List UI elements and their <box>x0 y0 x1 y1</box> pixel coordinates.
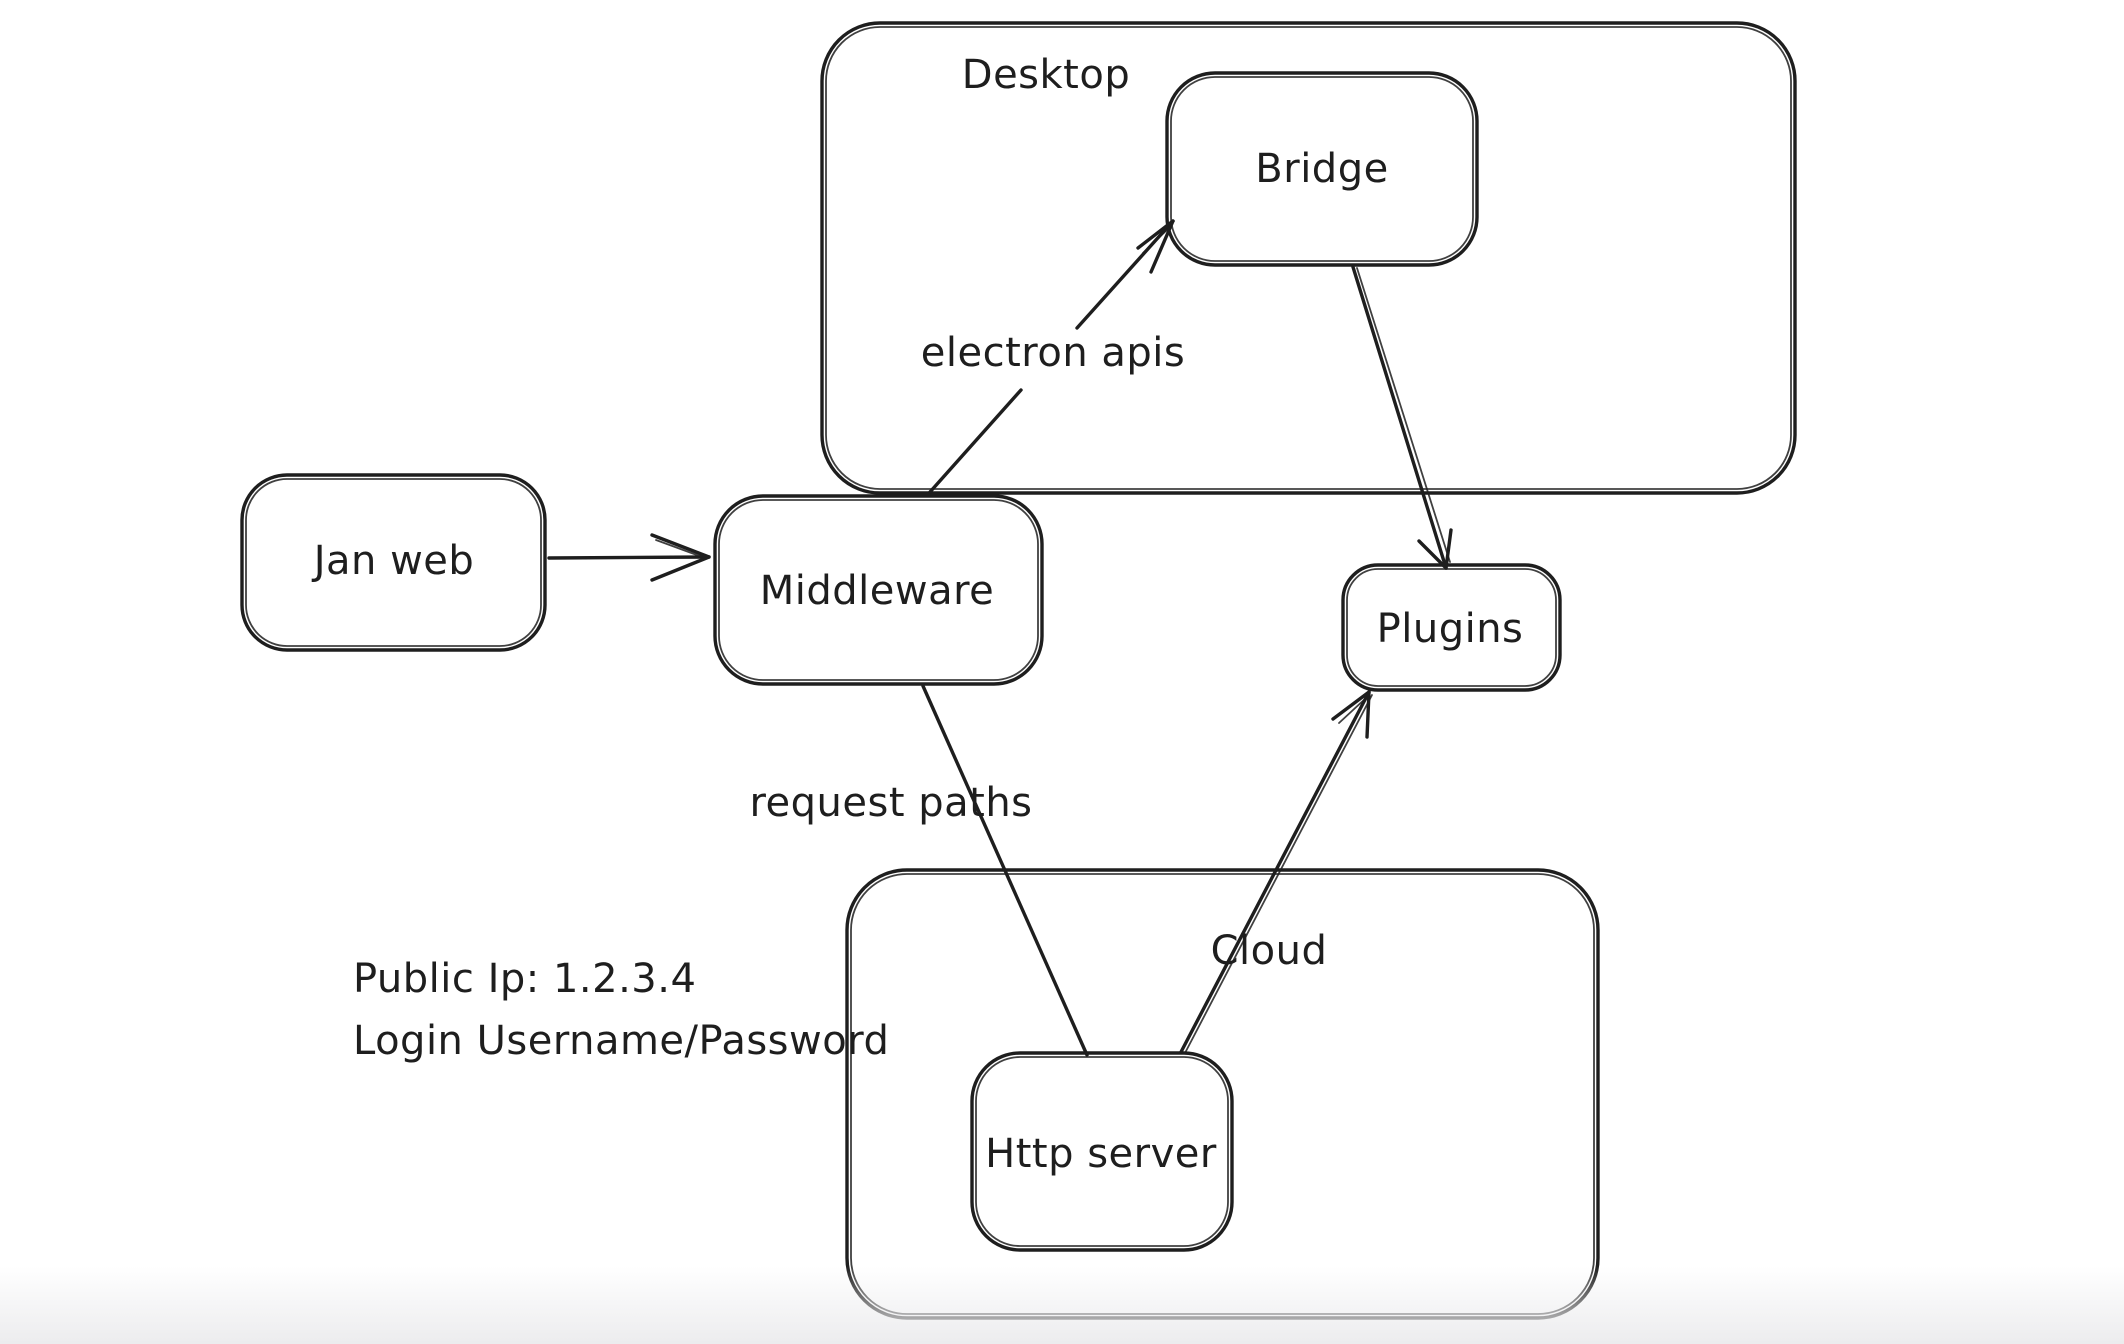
arrow-middleware-to-bridge[interactable] <box>928 219 1175 494</box>
annotation-line-login: Login Username/Password <box>353 1018 890 1064</box>
annotation-line-public-ip: Public Ip: 1.2.3.4 <box>353 956 697 1002</box>
bridge-node-label[interactable]: Bridge <box>1255 146 1389 192</box>
plugins-node[interactable] <box>1341 563 1562 692</box>
middleware-node-label[interactable]: Middleware <box>759 568 995 614</box>
http-server-node[interactable] <box>970 1051 1234 1252</box>
arrow-middleware-to-httpserver[interactable] <box>921 684 1089 1057</box>
desktop-container[interactable] <box>820 21 1797 495</box>
cloud-annotation-text[interactable]: Public Ip: 1.2.3.4 Login Username/Passwo… <box>353 948 889 1072</box>
plugins-node-label[interactable]: Plugins <box>1376 606 1524 652</box>
jan-web-node[interactable] <box>240 473 547 652</box>
http-server-node-label[interactable]: Http server <box>985 1131 1217 1177</box>
arrow-httpserver-to-plugins[interactable] <box>1179 690 1373 1054</box>
cloud-container-label[interactable]: Cloud <box>1210 928 1328 974</box>
jan-web-node-label[interactable]: Jan web <box>313 538 475 584</box>
arrow-bridge-to-plugins[interactable] <box>1351 265 1453 570</box>
bridge-node[interactable] <box>1165 71 1479 267</box>
middleware-node[interactable] <box>713 494 1044 686</box>
edge-label-electron-apis[interactable]: electron apis <box>920 330 1186 376</box>
arrow-janweb-to-middleware[interactable] <box>547 533 711 582</box>
desktop-container-label[interactable]: Desktop <box>961 52 1131 98</box>
edge-label-request-paths[interactable]: request paths <box>749 780 1033 826</box>
